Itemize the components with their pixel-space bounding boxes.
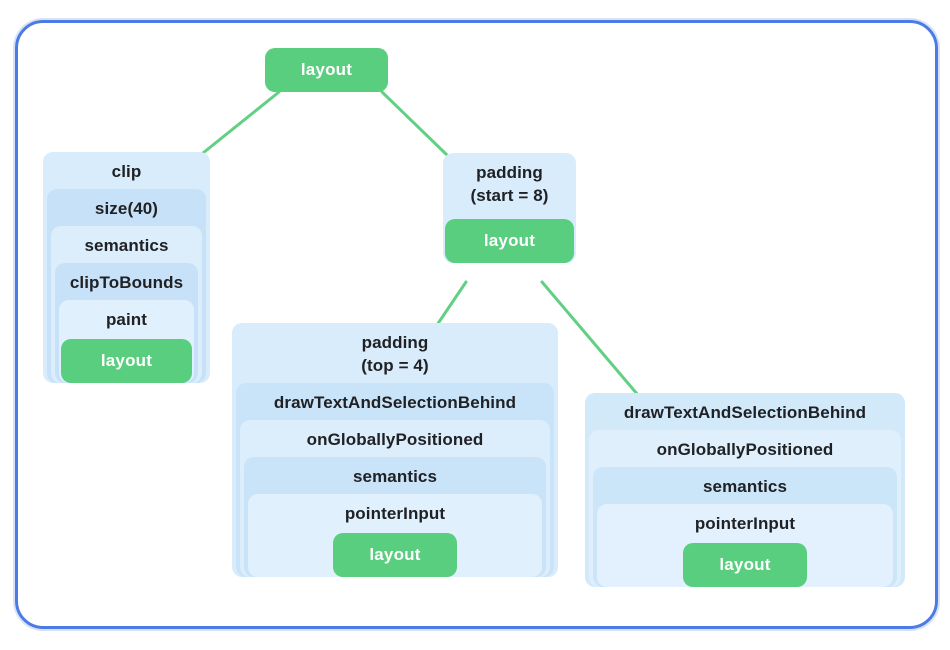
chain-node-label: onGloballyPositioned: [240, 420, 550, 457]
chain-node-label: onGloballyPositioned: [589, 430, 901, 467]
chain-node-label: size(40): [47, 189, 206, 226]
chain-padding-top: padding (top = 4) drawTextAndSelectionBehi…: [232, 323, 558, 583]
chain-node-label-line: (top = 4): [361, 356, 429, 375]
chain-clip: clip size(40) semantics clipToBounds paint la…: [43, 152, 210, 388]
chain-node-label-line: (start = 8): [470, 186, 549, 205]
chain-node-label: clipToBounds: [55, 263, 198, 300]
chain-node-semantics: semantics pointerInput layout: [244, 457, 546, 577]
chain-node-semantics: semantics pointerInput layout: [593, 467, 897, 587]
diagram-frame-border: [15, 20, 938, 629]
chain-node-label-line: clipToBounds: [69, 273, 184, 292]
chain-node-padding-start-8: padding (start = 8) layout: [443, 153, 576, 263]
chain-node-label: semantics: [244, 457, 546, 494]
chain-node-paint: paint layout: [59, 300, 194, 383]
chain-node-drawtextandselectionbehind: drawTextAndSelectionBehind onGloballyPosi…: [585, 393, 905, 587]
chain-node-label: pointerInput: [597, 504, 893, 541]
chain-node-label-line: semantics: [84, 236, 169, 255]
chain-node-semantics: semantics clipToBounds paint layout: [51, 226, 202, 383]
chain-node-label: paint: [59, 300, 194, 337]
chain-node-label-line: drawTextAndSelectionBehind: [273, 393, 517, 412]
chain-node-label-line: semantics: [352, 467, 438, 486]
node-root-layout: layout: [265, 48, 388, 92]
chain-node-drawtextandselectionbehind: drawTextAndSelectionBehind onGloballyPosi…: [236, 383, 554, 577]
chain-node-label-line: padding: [361, 333, 429, 352]
chain-node-label-line: onGloballyPositioned: [656, 440, 834, 459]
leaf-layout-node: layout: [445, 219, 574, 263]
chain-node-label: clip: [43, 152, 210, 189]
chain-node-ongloballypositioned: onGloballyPositioned semantics pointerInpu…: [240, 420, 550, 577]
chain-node-label-line: padding: [476, 163, 543, 182]
chain-draw-text: drawTextAndSelectionBehind onGloballyPosi…: [585, 393, 905, 593]
chain-node-pointerinput: pointerInput layout: [597, 504, 893, 587]
chain-node-label: pointerInput: [248, 494, 542, 531]
chain-node-label-line: onGloballyPositioned: [306, 430, 484, 449]
chain-node-clip: clip size(40) semantics clipToBounds paint la…: [43, 152, 210, 383]
chain-padding-start: padding (start = 8) layout: [443, 153, 576, 275]
chain-node-label: drawTextAndSelectionBehind: [236, 383, 554, 420]
chain-node-ongloballypositioned: onGloballyPositioned semantics pointerInpu…: [589, 430, 901, 587]
chain-node-label-line: drawTextAndSelectionBehind: [623, 403, 867, 422]
chain-node-label-line: pointerInput: [344, 504, 446, 523]
chain-node-size-40: size(40) semantics clipToBounds paint layout: [47, 189, 206, 383]
chain-node-label-line: paint: [105, 310, 148, 329]
chain-node-label-line: clip: [111, 162, 142, 181]
chain-node-label: semantics: [51, 226, 202, 263]
chain-node-label: padding (start = 8): [443, 153, 576, 213]
chain-node-label: padding (top = 4): [232, 323, 558, 383]
chain-node-padding-top-4: padding (top = 4) drawTextAndSelectionBehi…: [232, 323, 558, 577]
leaf-layout-node: layout: [333, 533, 457, 577]
chain-node-label: drawTextAndSelectionBehind: [585, 393, 905, 430]
chain-node-label-line: pointerInput: [694, 514, 796, 533]
leaf-layout-node: layout: [683, 543, 807, 587]
leaf-layout-node: layout: [61, 339, 192, 383]
chain-node-label: semantics: [593, 467, 897, 504]
chain-node-cliptobounds: clipToBounds paint layout: [55, 263, 198, 383]
chain-node-label-line: semantics: [702, 477, 788, 496]
chain-node-label-line: size(40): [94, 199, 159, 218]
chain-node-pointerinput: pointerInput layout: [248, 494, 542, 577]
